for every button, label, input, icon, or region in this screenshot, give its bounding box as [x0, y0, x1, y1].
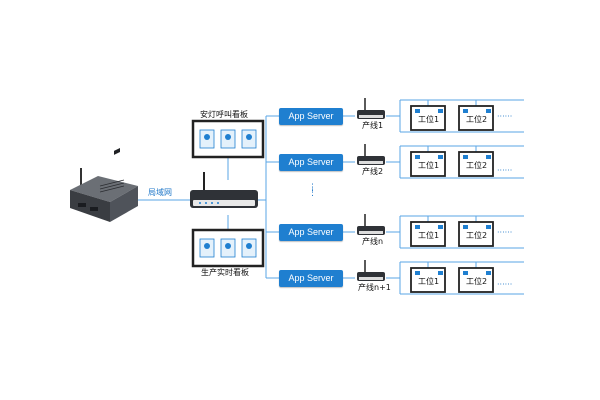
board-top-label: 安灯呼叫看板	[200, 110, 248, 119]
station-label: 工位2	[466, 161, 488, 170]
station-label: 工位2	[466, 277, 488, 286]
board-bottom-label: 生产实时看板	[201, 268, 249, 277]
app-server-box: App Server	[279, 270, 343, 287]
line-label: 产线2	[362, 167, 384, 176]
monitor-icon	[191, 228, 265, 268]
monitor-icon	[191, 119, 265, 159]
app-server-box: App Server	[279, 154, 343, 171]
lan-label: 局域网	[148, 188, 172, 197]
servers-ellipsis: ⋮⋮	[308, 183, 317, 198]
station-label: 工位1	[418, 115, 440, 124]
station-label: 工位1	[418, 161, 440, 170]
stations-ellipsis: ······	[497, 112, 513, 121]
line-label: 产线n	[362, 237, 384, 246]
wireless-router-icon	[357, 260, 385, 281]
line-label: 产线n+1	[358, 283, 391, 292]
wireless-router-icon	[190, 172, 258, 208]
stations-ellipsis: ······	[497, 166, 513, 175]
industrial-pc-icon	[70, 148, 138, 222]
station-label: 工位1	[418, 277, 440, 286]
app-server-box: App Server	[279, 224, 343, 241]
app-server-box: App Server	[279, 108, 343, 125]
wireless-router-icon	[357, 214, 385, 235]
stations-ellipsis: ······	[497, 280, 513, 289]
station-label: 工位2	[466, 231, 488, 240]
stations-ellipsis: ······	[497, 228, 513, 237]
station-label: 工位1	[418, 231, 440, 240]
wireless-router-icon	[357, 98, 385, 119]
line-routers	[357, 98, 385, 281]
station-label: 工位2	[466, 115, 488, 124]
connectors	[138, 99, 524, 295]
line-label: 产线1	[362, 121, 384, 130]
station-monitors	[410, 105, 494, 293]
station-screen-marks	[415, 109, 491, 275]
wireless-router-icon	[357, 144, 385, 165]
